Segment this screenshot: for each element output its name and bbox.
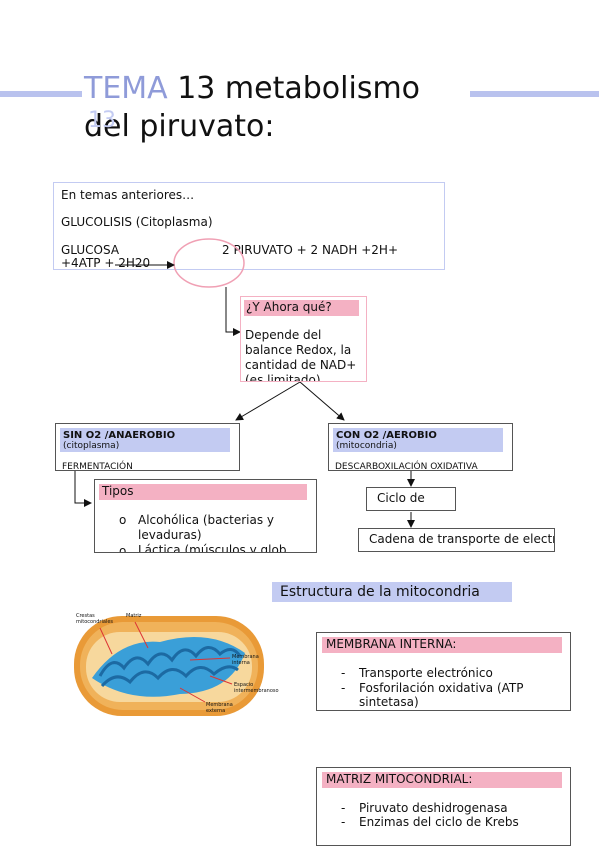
- intro-glucosa: GLUCOSA: [61, 243, 120, 257]
- arrow-to-anaerobic: [235, 381, 301, 421]
- membrana-header: MEMBRANA INTERNA:: [326, 637, 457, 651]
- question-header-band: ¿Y Ahora qué?: [244, 300, 359, 316]
- membrana-header-band: MEMBRANA INTERNA:: [322, 637, 562, 653]
- page-title: TEMA 13 metabolismo del piruvato:: [84, 70, 420, 146]
- membrana-dash-2: -: [341, 681, 346, 695]
- mito-label-espacio: Espacio intermembranoso: [234, 682, 279, 694]
- membrana-interna-box: MEMBRANA INTERNA: - Transporte electróni…: [316, 632, 571, 711]
- title-shadow-number: 13: [88, 108, 116, 133]
- title-rule-left: [0, 91, 82, 97]
- question-header: ¿Y Ahora qué?: [246, 300, 332, 314]
- krebs-label: Ciclo de: [377, 491, 425, 505]
- matriz-item-2: Enzimas del ciclo de Krebs: [359, 815, 519, 829]
- arrow-to-aerobic: [299, 381, 345, 421]
- aerobic-box: CON O2 /AEROBIO (mitocondria) DESCARBOXI…: [328, 423, 513, 471]
- intro-extra: +4ATP + 2H20: [61, 256, 151, 270]
- anaerobic-box: SIN O2 /ANAEROBIO (citoplasma) FERMENTAC…: [55, 423, 240, 471]
- tipos-header-band: Tipos: [99, 484, 307, 500]
- aerobic-title: CON O2 /AEROBIO: [336, 430, 437, 441]
- question-box: ¿Y Ahora qué? Depende del balance Redox,…: [240, 296, 367, 382]
- mito-label-matriz: Matriz: [126, 613, 142, 619]
- anaerobic-cut-text: FERMENTACIÓN: [62, 462, 133, 471]
- tipos-box: Tipos o Alcohólica (bacterias y levadura…: [94, 479, 317, 553]
- intro-line2: GLUCOLISIS (Citoplasma): [61, 215, 213, 229]
- mito-section-title: Estructura de la mitocondria: [272, 582, 512, 602]
- anaerobic-subtitle: (citoplasma): [63, 441, 120, 451]
- matriz-header: MATRIZ MITOCONDRIAL:: [326, 772, 473, 786]
- membrana-item-2: Fosforilación oxidativa (ATP sintetasa): [359, 681, 524, 709]
- question-body: Depende del balance Redox, la cantidad d…: [245, 328, 357, 382]
- intro-line1: En temas anteriores…: [61, 188, 195, 202]
- cadena-box: Cadena de transporte de electrones: [358, 528, 555, 552]
- aerobic-cut-text: DESCARBOXILACIÓN OXIDATIVA: [335, 462, 478, 471]
- intro-products: 2 PIRUVATO + 2 NADH +2H+: [222, 243, 399, 257]
- matriz-dash-1: -: [341, 801, 346, 815]
- mito-label-membrana-interna: Membrana interna: [232, 654, 259, 666]
- arrow-to-tipos: [74, 470, 92, 507]
- anaerobic-header-band: SIN O2 /ANAEROBIO (citoplasma): [60, 428, 230, 452]
- matriz-item-1: Piruvato deshidrogenasa: [359, 801, 508, 815]
- title-line2: del piruvato:: [84, 109, 275, 144]
- mito-label-membrana-externa: Membrana externa: [206, 702, 233, 714]
- title-word-tema: TEMA: [84, 71, 168, 106]
- aerobic-subtitle: (mitocondria): [336, 441, 397, 451]
- matriz-dash-2: -: [341, 815, 346, 829]
- matriz-box: MATRIZ MITOCONDRIAL: - Piruvato deshidro…: [316, 767, 571, 846]
- tipos-item-1: Alcohólica (bacterias y levaduras): [138, 513, 274, 542]
- tipos-bullet-1-marker: o: [119, 513, 127, 527]
- aerobic-header-band: CON O2 /AEROBIO (mitocondria): [333, 428, 503, 452]
- mito-label-crestas: Crestas mitocondriales: [76, 613, 114, 625]
- title-line1-rest: 13 metabolismo: [167, 71, 421, 106]
- title-rule-right: [470, 91, 599, 97]
- tipos-bullet-2-marker: o: [119, 544, 127, 553]
- intro-box: En temas anteriores… GLUCOLISIS (Citopla…: [53, 182, 445, 270]
- cadena-label: Cadena de transporte de electrones: [369, 532, 554, 546]
- membrana-item-1: Transporte electrónico: [359, 666, 493, 680]
- mitochondria-illustration: [74, 616, 264, 716]
- arrow-to-question: [225, 287, 241, 336]
- tipos-header: Tipos: [102, 484, 134, 498]
- piruvato-highlight-ellipse: [173, 238, 245, 288]
- tipos-item-2: Láctica (músculos y glob: [138, 543, 287, 553]
- anaerobic-title: SIN O2 /ANAEROBIO: [63, 430, 176, 441]
- krebs-box: Ciclo de: [366, 487, 456, 511]
- membrana-dash-1: -: [341, 666, 346, 680]
- matriz-header-band: MATRIZ MITOCONDRIAL:: [322, 772, 562, 788]
